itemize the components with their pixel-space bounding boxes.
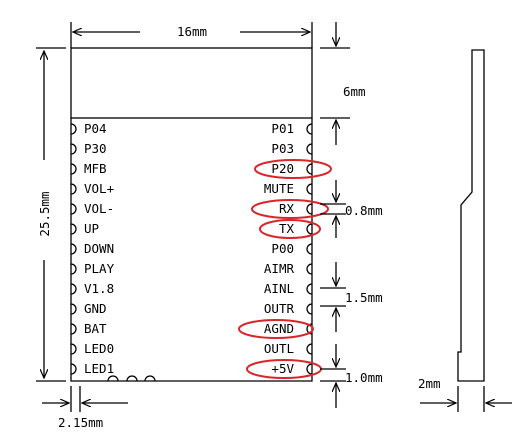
right-pin-castellation — [306, 243, 313, 255]
right-pin-castellation — [306, 343, 313, 355]
module-outline — [70, 47, 313, 382]
left-pin-castellation — [70, 363, 77, 375]
pin-label-left: GND — [84, 301, 107, 316]
width-label: 16mm — [177, 24, 207, 39]
pin-label-right: AINL — [264, 281, 294, 296]
height-label: 25.5mm — [37, 191, 52, 236]
highlight-oval-agnd — [238, 319, 314, 339]
right-pin-castellation — [306, 223, 313, 235]
thickness-label: 2mm — [418, 376, 441, 391]
pin-width-dimension: 1.5mm — [320, 262, 383, 332]
bottom-gap-label: 1.0mm — [345, 370, 383, 385]
side-view-outline — [457, 49, 485, 382]
highlight-oval-p20 — [254, 159, 332, 179]
antenna-area — [70, 47, 313, 119]
antenna-height-label: 6mm — [343, 84, 366, 99]
left-pin-castellation — [70, 143, 77, 155]
right-pin-castellation — [306, 323, 313, 335]
side-view — [457, 49, 485, 382]
pin-label-left: VOL- — [84, 201, 114, 216]
height-dimension: 25.5mm — [36, 47, 66, 382]
pin-label-left: DOWN — [84, 241, 114, 256]
pin-label-left: PLAY — [84, 261, 115, 276]
left-pin-castellation — [70, 223, 77, 235]
left-pin-castellation — [70, 283, 77, 295]
pin-label-right: MUTE — [264, 181, 294, 196]
right-pin-castellation — [306, 283, 313, 295]
left-pin-castellation — [70, 323, 77, 335]
pin-width-label: 1.5mm — [345, 290, 383, 305]
right-pin-castellation — [306, 363, 313, 375]
left-pin-castellation — [70, 123, 77, 135]
module-body — [70, 118, 313, 382]
right-pin-labels: P01 P03 P20 MUTE RX TX P00 AIMR AINL OUT… — [264, 121, 295, 376]
left-pin-labels: P04 P30 MFB VOL+ VOL- UP DOWN PLAY V1.8 … — [84, 121, 115, 376]
left-pin-castellation — [70, 243, 77, 255]
right-castellations — [306, 123, 313, 375]
highlight-oval-tx — [259, 219, 321, 239]
left-pin-castellation — [70, 263, 77, 275]
pin-label-left: BAT — [84, 321, 107, 336]
pin-label-right: P01 — [271, 121, 294, 136]
highlight-oval-rx — [251, 199, 329, 219]
pin-label-right: P03 — [271, 141, 294, 156]
pin-pitch-label: 0.8mm — [345, 203, 383, 218]
pin-pitch-dimension: 0.8mm — [320, 180, 383, 238]
pin-label-right: AIMR — [264, 261, 295, 276]
right-pin-castellation — [306, 263, 313, 275]
bottom-gap-dimension: 1.0mm — [320, 344, 383, 408]
bottom-castellations — [107, 375, 156, 382]
right-pin-castellation — [306, 123, 313, 135]
pin-label-left: P30 — [84, 141, 107, 156]
left-pin-castellation — [70, 303, 77, 315]
left-pin-castellation — [70, 163, 77, 175]
pin-label-right: P00 — [271, 241, 294, 256]
pin-label-right: OUTR — [264, 301, 295, 316]
pin-label-right: P20 — [271, 161, 294, 176]
left-offset-dimension: 2.15mm — [42, 386, 128, 430]
right-pin-castellation — [306, 163, 313, 175]
pin-label-left: UP — [84, 221, 99, 236]
pin-label-left: LED1 — [84, 361, 114, 376]
left-castellations — [70, 123, 77, 375]
right-pin-castellation — [306, 183, 313, 195]
pin-label-right: TX — [279, 221, 295, 236]
pin-label-left: V1.8 — [84, 281, 114, 296]
left-pin-castellation — [70, 343, 77, 355]
antenna-height-dimension: 6mm — [320, 22, 366, 145]
pin-label-right: RX — [279, 201, 295, 216]
width-dimension: 16mm — [70, 22, 313, 48]
pin-label-right: OUTL — [264, 341, 294, 356]
right-pin-castellation — [306, 303, 313, 315]
left-offset-label: 2.15mm — [58, 415, 103, 430]
pin-label-left: VOL+ — [84, 181, 114, 196]
pin-label-left: MFB — [84, 161, 107, 176]
pin-label-left: LED0 — [84, 341, 114, 356]
right-pin-castellation — [306, 143, 313, 155]
pin-label-left: P04 — [84, 121, 107, 136]
pin-label-right: AGND — [264, 321, 294, 336]
right-pin-castellation — [306, 203, 313, 215]
thickness-dimension: 2mm — [418, 376, 512, 412]
pin-label-right: +5V — [271, 361, 294, 376]
left-pin-castellation — [70, 183, 77, 195]
left-pin-castellation — [70, 203, 77, 215]
